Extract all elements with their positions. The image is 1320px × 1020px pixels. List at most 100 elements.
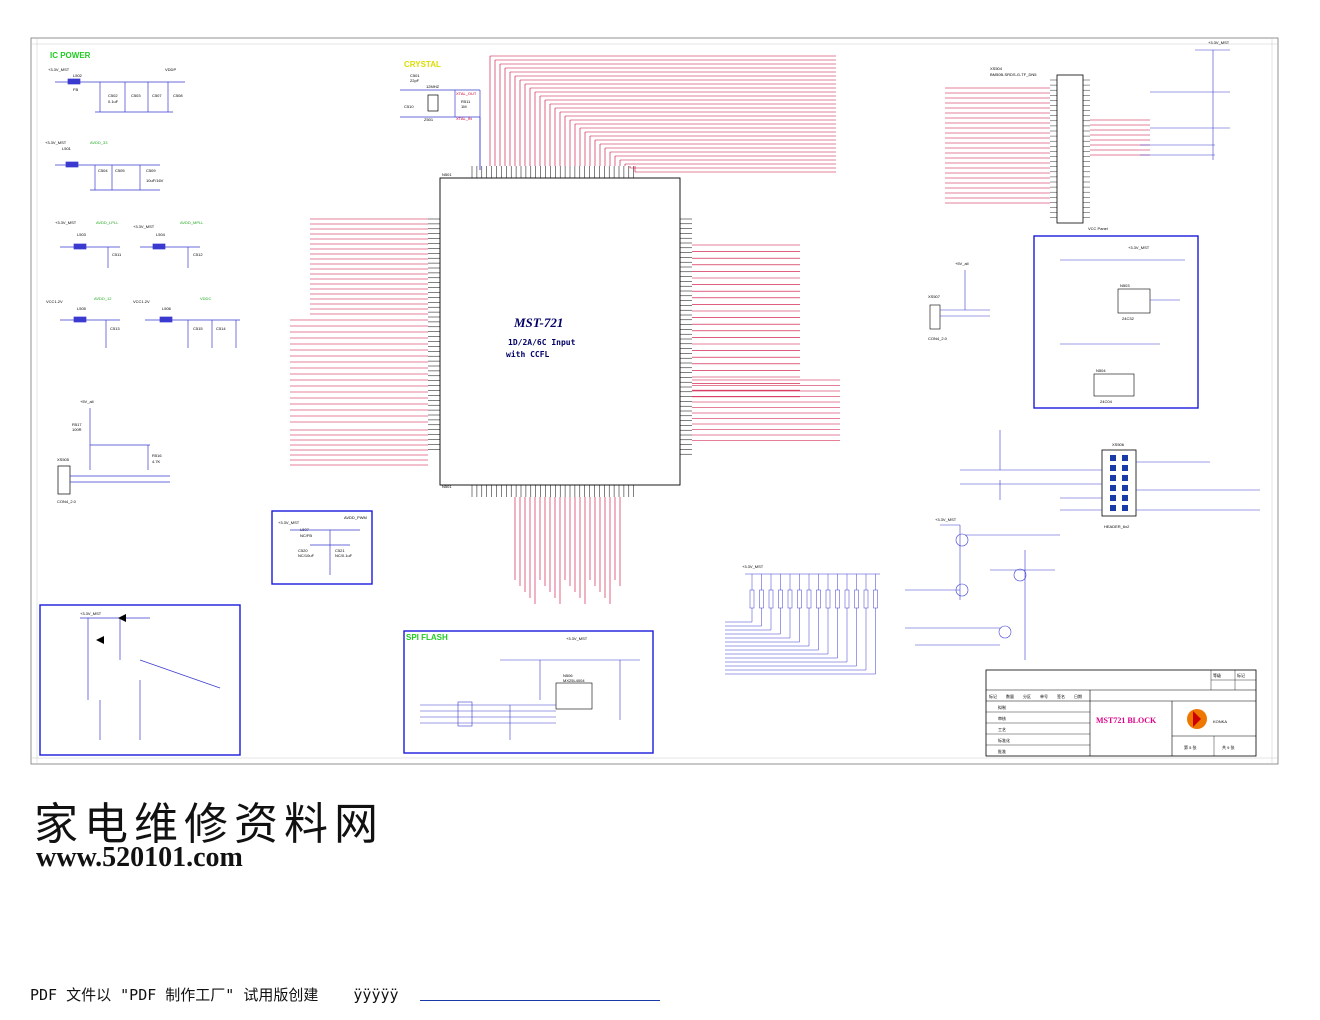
- component-ref: L504: [156, 232, 166, 237]
- sheet-total: 共 9 张: [1222, 744, 1234, 750]
- component-ref: C510: [404, 104, 414, 109]
- net-label: AVDD_PWM: [344, 515, 367, 520]
- component-value: NC/10uF: [298, 553, 315, 558]
- mst721-chip-body: [439, 177, 681, 486]
- component-value: FB: [73, 87, 78, 92]
- watermark-url: www.520101.com: [36, 842, 243, 873]
- title-header-cell: 标记: [989, 693, 997, 699]
- sheet-number: 第 5 张: [1184, 744, 1196, 750]
- left-signal-bus: [290, 218, 428, 466]
- net-label: +3.3V_MST: [55, 220, 77, 225]
- title-check: 审核: [998, 715, 1006, 721]
- eeprom-n504: [1093, 373, 1135, 397]
- component-ref: XS507: [928, 294, 941, 299]
- right-signal-bus: [692, 244, 840, 441]
- reset-wiring: [80, 614, 221, 740]
- component-ref: C521: [335, 548, 345, 553]
- title-approve: 批准: [998, 748, 1006, 754]
- net-label: VCC1.2V: [46, 299, 63, 304]
- component-value: CON4_2.0: [57, 499, 77, 504]
- net-label: +3.3V_MST: [48, 67, 70, 72]
- title-header-cell: 签名: [1057, 693, 1065, 699]
- component-ref: C515: [193, 326, 203, 331]
- component-value: BM50B-SRDS-G-TF_DN5: [990, 72, 1037, 77]
- section-crystal: CRYSTAL: [404, 60, 441, 69]
- net-label: VCC1.2V: [133, 299, 150, 304]
- title-header-cell: 数量: [1006, 693, 1014, 699]
- component-ref: XS506: [1112, 442, 1125, 447]
- pdf-footer-mark: ÿÿÿÿÿ: [353, 986, 399, 1004]
- component-ref: C501: [410, 73, 420, 78]
- avdd-pwm-box: [271, 510, 373, 585]
- xs504-connector: [1056, 74, 1084, 224]
- component-value: 22pF: [410, 78, 420, 83]
- pdf-footer-text: PDF 文件以 "PDF 制作工厂" 试用版创建: [30, 986, 319, 1004]
- title-draw: 拟制: [998, 704, 1006, 710]
- component-ref: XS505: [57, 457, 70, 462]
- component-ref: L507: [300, 527, 310, 532]
- component-value: 24C32: [1122, 316, 1135, 321]
- component-value: 10uF/16V: [146, 178, 164, 183]
- ic-power-wiring: [55, 78, 240, 348]
- title-header-cell: 分区: [1023, 693, 1031, 699]
- title-header-cell: 单号: [1040, 693, 1048, 699]
- component-ref: C513: [110, 326, 120, 331]
- component-ref: R511: [461, 99, 471, 104]
- component-ref: C508: [173, 93, 183, 98]
- spi-flash-box: [403, 630, 654, 754]
- net-label: +3.3V_MST: [133, 224, 155, 229]
- xs506-header: [1101, 449, 1137, 517]
- eeprom-n503: [1117, 288, 1151, 314]
- net-label: +3.3V_MST: [935, 517, 957, 522]
- net-label: +3.3V_MST: [566, 636, 588, 641]
- net-label: +3.3V_MST: [80, 611, 102, 616]
- component-ref: Z501: [424, 117, 434, 122]
- watermark-chinese: 家电维修资料网: [34, 799, 384, 850]
- net-label: VDDC: [200, 296, 211, 301]
- eeprom-box: [1033, 235, 1199, 409]
- chip-pins-bottom: [471, 485, 634, 497]
- component-ref: XS504: [990, 66, 1003, 71]
- reset-box: [39, 604, 241, 756]
- sheet-title: MST721 BLOCK: [1096, 716, 1157, 725]
- component-value: 100R: [72, 427, 82, 432]
- chip-description-2: with CCFL: [506, 349, 550, 359]
- title-grade: 等级: [1213, 672, 1221, 678]
- net-label: +3.3V_MST: [742, 564, 764, 569]
- top-signal-bus: [489, 55, 836, 173]
- title-header-cell: 日期: [1074, 693, 1082, 699]
- component-ref: C509: [146, 168, 156, 173]
- component-ref: C507: [152, 93, 162, 98]
- component-ref: N503: [1120, 283, 1130, 288]
- component-ref: L502: [73, 73, 83, 78]
- xs507-connector: [929, 304, 941, 330]
- component-ref: C502: [108, 93, 118, 98]
- component-ref: C520: [298, 548, 308, 553]
- title-block: [985, 669, 1257, 757]
- component-ref: C512: [193, 252, 203, 257]
- chip-ref: N501: [442, 484, 452, 489]
- chip-description-1: 1D/2A/6C Input: [508, 338, 576, 347]
- component-ref: C514: [216, 326, 226, 331]
- net-label: AVDD_33: [90, 140, 108, 145]
- title-std: 标准化: [998, 737, 1010, 743]
- led-resistor-array: [725, 573, 880, 675]
- net-label: +3.3V_MST: [278, 520, 300, 525]
- title-mark: 标记: [1237, 672, 1245, 678]
- title-process: 工艺: [998, 727, 1006, 732]
- brand-name: KONKA: [1213, 719, 1227, 724]
- net-label: +5V_all: [955, 261, 969, 266]
- component-ref: C505: [115, 168, 125, 173]
- section-spi-flash: SPI FLASH: [406, 633, 448, 642]
- chip-pins-top: [471, 166, 634, 178]
- transistor-wiring: [905, 524, 1060, 660]
- component-value: 24C04: [1100, 399, 1113, 404]
- component-ref: R517: [72, 422, 82, 427]
- resistor-pack-lines: [945, 87, 1150, 204]
- sheet-border: [30, 37, 1279, 765]
- component-value: NC/FB: [300, 533, 312, 538]
- component-value: 0.1uF: [108, 99, 119, 104]
- net-label: AVDD_MPLL: [180, 220, 204, 225]
- bottom-signal-bus: [514, 497, 621, 604]
- component-ref: R516: [152, 453, 162, 458]
